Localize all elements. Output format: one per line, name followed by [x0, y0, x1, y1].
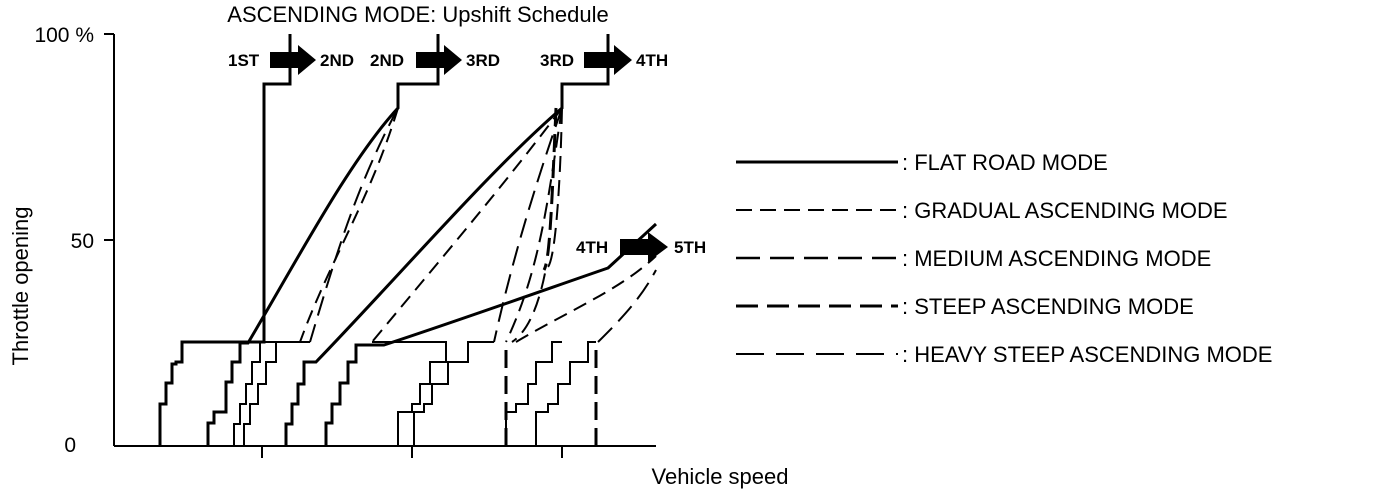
- medium-4th-5th: [597, 269, 657, 343]
- arrow-4th-5th: [620, 232, 668, 262]
- gear-label-5th: 5TH: [674, 238, 706, 257]
- y-tick-label-0: 0: [64, 434, 76, 457]
- axes: [104, 33, 656, 458]
- gear-label-4th-a: 4TH: [636, 51, 668, 70]
- step-2nd-3rd-gradual: [233, 341, 300, 446]
- gradual-2nd-3rd: [299, 107, 399, 343]
- gradual-3rd-4th: [371, 107, 563, 343]
- legend-label-steep: : STEEP ASCENDING MODE: [902, 294, 1194, 319]
- low-throttle-steps: [233, 341, 596, 446]
- legend-item-flat-road: : FLAT ROAD MODE: [736, 150, 1108, 175]
- series-gradual-ascending: [299, 107, 657, 343]
- flat-1st-2nd: [158, 34, 292, 446]
- medium-2nd-3rd: [309, 107, 399, 343]
- diagram-title: ASCENDING MODE: Upshift Schedule: [227, 2, 608, 27]
- flat-4th-5th: [324, 222, 658, 446]
- legend-label-flat-road: : FLAT ROAD MODE: [902, 150, 1108, 175]
- heavy-3rd-4th-a: [542, 107, 558, 271]
- gear-label-4th-b: 4TH: [576, 238, 608, 257]
- legend-item-steep: : STEEP ASCENDING MODE: [736, 294, 1194, 319]
- legend-label-heavy-steep: : HEAVY STEEP ASCENDING MODE: [902, 342, 1272, 367]
- step-3rd-4th-steep: [505, 341, 562, 446]
- arrow-2nd-3rd: [416, 45, 462, 75]
- gear-label-3rd-a: 3RD: [466, 51, 500, 70]
- series-flat-road: [158, 34, 658, 446]
- step-2nd-3rd-medium: [243, 341, 310, 446]
- gear-label-1st: 1ST: [228, 51, 260, 70]
- arrow-1st-2nd: [270, 45, 316, 75]
- series-steep-ascending: [505, 107, 563, 343]
- x-axis-label: Vehicle speed: [652, 464, 789, 489]
- steep-3rd-4th-b: [511, 107, 563, 343]
- y-axis-label: Throttle opening: [8, 207, 33, 366]
- gradual-4th-5th: [515, 255, 657, 343]
- series-medium-ascending: [309, 107, 657, 343]
- gear-label-2nd-b: 2ND: [370, 51, 404, 70]
- arrow-3rd-4th: [584, 45, 632, 75]
- medium-3rd-4th: [493, 107, 563, 343]
- flat-3rd-4th: [284, 34, 610, 446]
- legend-label-medium: : MEDIUM ASCENDING MODE: [902, 246, 1211, 271]
- step-3rd-4th-medium: [413, 341, 494, 446]
- legend-item-medium: : MEDIUM ASCENDING MODE: [736, 246, 1211, 271]
- legend-item-heavy-steep: : HEAVY STEEP ASCENDING MODE: [736, 342, 1272, 367]
- y-tick-label-100: 100 %: [34, 24, 94, 47]
- flat-2nd-3rd: [206, 34, 440, 446]
- gear-label-2nd-a: 2ND: [320, 51, 354, 70]
- step-3rd-4th-gradual: [372, 341, 447, 446]
- steep-3rd-4th-a: [505, 107, 563, 343]
- legend: : FLAT ROAD MODE : GRADUAL ASCENDING MOD…: [736, 150, 1272, 367]
- step-4th-5th-heavy: [535, 341, 596, 446]
- shift-curves: [158, 34, 658, 446]
- legend-item-gradual: : GRADUAL ASCENDING MODE: [736, 198, 1228, 223]
- y-tick-label-50: 50: [71, 230, 94, 253]
- shift-arrows: [270, 45, 668, 262]
- gear-label-3rd-b: 3RD: [540, 51, 574, 70]
- legend-label-gradual: : GRADUAL ASCENDING MODE: [902, 198, 1228, 223]
